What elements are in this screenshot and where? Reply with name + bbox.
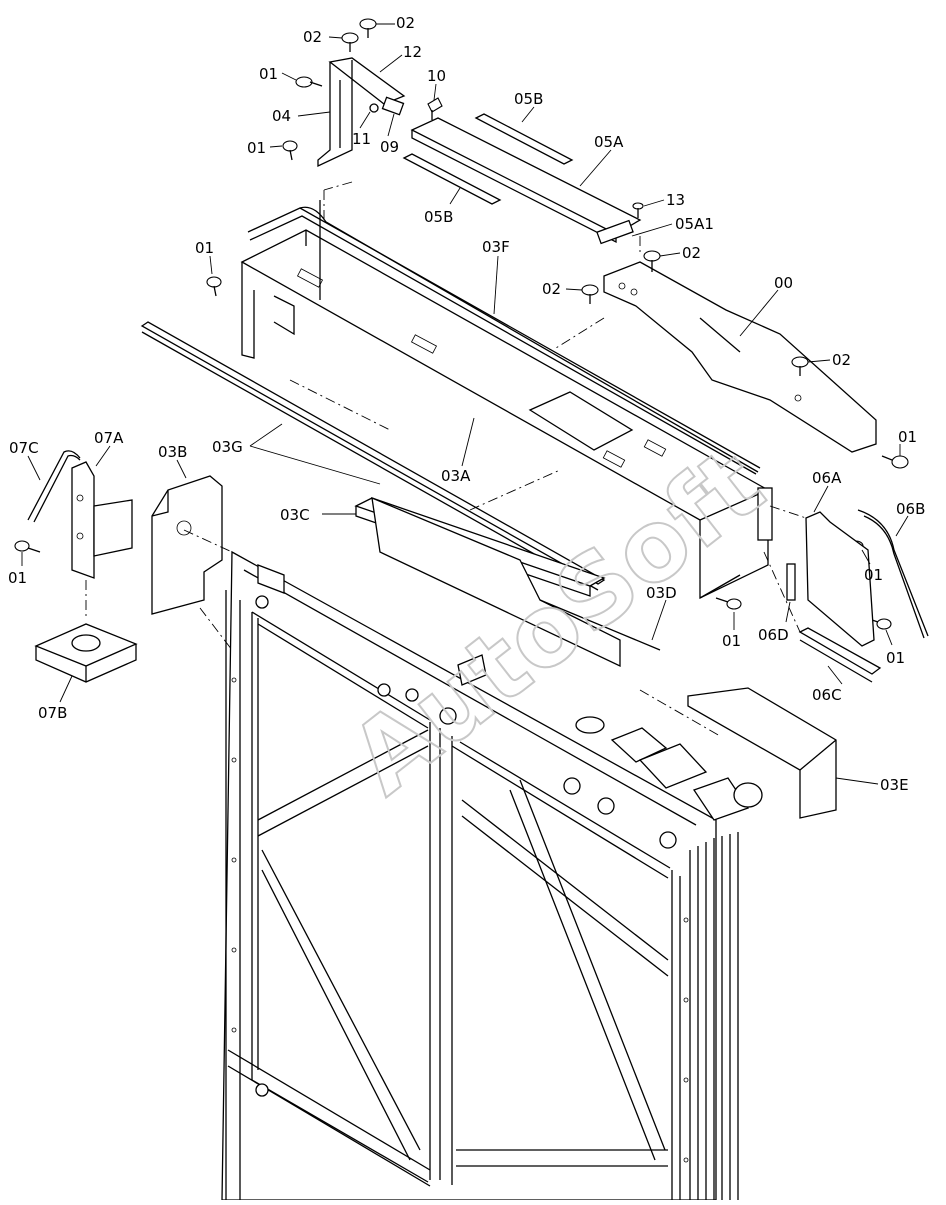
label-03B: 03B xyxy=(158,443,187,461)
label-01: 01 xyxy=(195,239,214,257)
leader-lines xyxy=(21,23,909,785)
bolt-02-d xyxy=(581,284,599,304)
bolts xyxy=(14,18,909,630)
bolt-10 xyxy=(427,97,443,120)
plate-05A xyxy=(402,113,642,245)
radiator-frame xyxy=(221,550,763,1201)
label-01: 01 xyxy=(259,65,278,83)
label-05B: 05B xyxy=(514,90,543,108)
bolt-02-a xyxy=(341,32,359,52)
bracket-00 xyxy=(603,261,877,453)
label-03G: 03G xyxy=(212,438,243,456)
bolt-01-c xyxy=(206,276,222,297)
label-01: 01 xyxy=(864,566,883,584)
label-02: 02 xyxy=(542,280,561,298)
label-03F: 03F xyxy=(482,238,510,256)
left-parts xyxy=(27,450,223,683)
label-10: 10 xyxy=(427,67,446,85)
label-07C: 07C xyxy=(9,439,39,457)
alignment-lines xyxy=(85,181,807,737)
side-plate-06A xyxy=(786,509,929,683)
label-05A1: 05A1 xyxy=(675,215,714,233)
label-04: 04 xyxy=(272,107,291,125)
label-06A: 06A xyxy=(812,469,842,487)
bolt-02-c xyxy=(643,250,661,272)
label-06C: 06C xyxy=(812,686,842,704)
label-03E: 03E xyxy=(880,776,909,794)
cover-03A xyxy=(240,200,773,600)
label-03D: 03D xyxy=(646,584,677,602)
label-13: 13 xyxy=(666,191,685,209)
label-05B: 05B xyxy=(424,208,453,226)
label-01: 01 xyxy=(247,139,266,157)
bolt-01-f xyxy=(715,597,742,610)
label-01: 01 xyxy=(722,632,741,650)
label-05A: 05A xyxy=(594,133,624,151)
bracket-04 xyxy=(317,57,406,168)
seals-03C-03D-03E xyxy=(354,496,837,819)
watermark-text: AutoSoft xyxy=(330,427,784,817)
label-00: 00 xyxy=(774,274,793,292)
label-03C: 03C xyxy=(280,506,310,524)
label-06D: 06D xyxy=(758,626,789,644)
label-01: 01 xyxy=(898,428,917,446)
label-11: 11 xyxy=(352,130,371,148)
bolt-01-d xyxy=(881,455,909,469)
label-01: 01 xyxy=(8,569,27,587)
label-07B: 07B xyxy=(38,704,67,722)
label-02: 02 xyxy=(832,351,851,369)
part-labels: 02 02 12 01 10 05B 04 11 09 05A 01 13 05… xyxy=(8,14,925,794)
label-02: 02 xyxy=(396,14,415,32)
label-03A: 03A xyxy=(441,467,471,485)
label-07A: 07A xyxy=(94,429,124,447)
bolt-01-h xyxy=(14,540,41,553)
seal-03G xyxy=(140,321,606,591)
label-02: 02 xyxy=(682,244,701,262)
bolt-01-b xyxy=(282,140,298,161)
bolt-02-b xyxy=(359,18,377,38)
label-01: 01 xyxy=(886,649,905,667)
bolt-01-a xyxy=(295,76,323,88)
label-09: 09 xyxy=(380,138,399,156)
label-02: 02 xyxy=(303,28,322,46)
label-12: 12 xyxy=(403,43,422,61)
label-06B: 06B xyxy=(896,500,925,518)
bolt-13 xyxy=(632,202,644,218)
